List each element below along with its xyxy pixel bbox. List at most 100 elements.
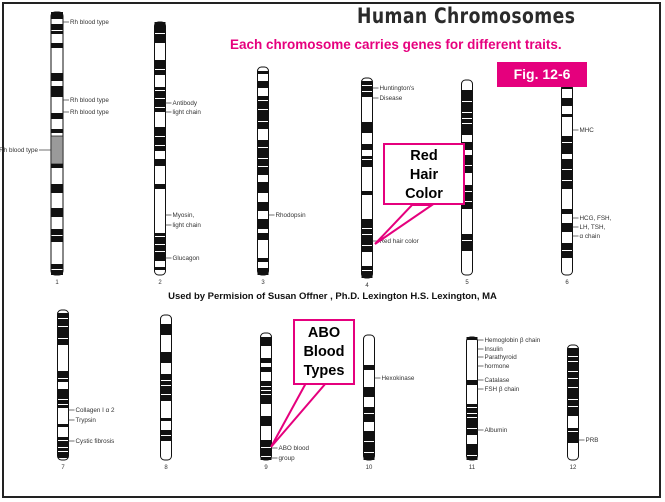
gene-label: Albumin [485,427,508,434]
chromosome-band [364,431,375,441]
chromosome-band [261,440,272,447]
chromosome-band [58,400,69,404]
chromosome-band [58,424,69,427]
chromosome-band [568,407,579,416]
chromosome-band [58,405,69,408]
chromosome-number: 9 [264,465,268,471]
callout-abo-blood-types: ABO Blood Types [293,319,355,385]
chromosome-band [51,86,63,97]
chromosome-band [362,92,373,97]
gene-label: group [279,455,296,462]
slide-subtitle: Each chromosome carries genes for differ… [230,37,562,52]
chromosome-band [362,122,373,133]
chromosome-band [568,362,579,371]
callout-line: Red [385,147,463,166]
chromosome-band [58,371,69,378]
chromosome-band [155,252,166,261]
chromosome-band [155,127,166,136]
chromosome-band [155,267,166,270]
chromosome-band [155,184,166,189]
chromosome-band [155,91,166,98]
chromosome-band [462,124,473,135]
chromosome-band [258,101,269,109]
chromosome-band [51,113,63,119]
chromosome-band [155,146,166,151]
chromosome-band [51,73,63,81]
chromosome-band [568,372,579,378]
chromosome-band [467,444,478,455]
chromosome-band [462,234,473,240]
chromosome-band [364,387,375,397]
chromosome-band [362,144,373,150]
chromosome-band [258,167,269,175]
gene-label: FSH β chain [485,386,520,393]
chromosome-band [362,156,373,159]
gene-label: MHC [580,127,595,134]
chromosome-band [261,416,272,426]
chromosome-band [362,86,373,91]
chromosome-band [258,219,269,229]
gene-label: Rh blood type [70,19,109,26]
chromosome-band [161,430,172,435]
chromosome-band [568,428,579,431]
gene-label: Disease [380,95,403,102]
callout-line: ABO [295,324,353,343]
chromosome-band [562,143,573,154]
callout-pointer-abo [271,383,326,447]
chromosome-band [258,202,269,211]
chromosome-number: 2 [158,280,162,286]
callout-line: Hair [385,166,463,185]
chromosome-band [562,98,573,106]
chromosome-band [58,313,69,318]
chromosome-band [155,22,166,33]
chromosome-band [51,264,63,269]
chromosome-band [51,229,63,235]
slide-title: Human Chromosomes [357,4,575,28]
chromosome-band [258,71,269,74]
chromosome-band [155,137,166,145]
chromosome-band [51,12,63,19]
gene-label: Insulin [485,346,504,353]
chromosome-band [58,437,69,440]
gene-label: HCG, FSH, [580,215,612,222]
chromosome-band [58,441,69,447]
chromosome-band [155,159,166,166]
chromosome-number: 11 [469,465,476,471]
gene-label: Catalase [485,377,510,384]
chromosome-band [58,327,69,338]
chromosome-band [261,367,272,372]
chromosome-band [562,209,573,214]
chromosome-band [51,31,63,34]
chromosome-band [362,229,373,234]
gene-label: light chain [173,109,202,116]
chromosome-band [362,160,373,167]
chromosome-band [258,258,269,262]
chromosome-band [58,389,69,399]
gene-label: Glucagon [173,255,200,262]
gene-label: light chain [173,222,202,229]
chromosome-band [161,418,172,421]
chromosome-band [58,319,69,326]
chromosome-band [261,395,272,404]
chromosome-band [562,114,573,117]
chromosome-number: 1 [55,280,59,286]
chromosome-band [258,81,269,88]
chromosome-band [462,241,473,251]
gene-label: Hemoglobin β chain [485,337,541,344]
chromosome-band [467,418,478,428]
chromosome-band [155,34,166,43]
chromosome-band [562,243,573,250]
chromosome-band [562,223,573,232]
chromosome-band [258,233,269,240]
chromosome-band [568,400,579,406]
figure-label: Fig. 12-6 [497,62,587,87]
chromosome-band [467,404,478,407]
chromosome-band [467,429,478,435]
chromosome-band [258,140,269,147]
chromosome-11 [467,337,478,460]
gene-label: α chain [580,233,601,240]
chromosome-band [261,337,272,346]
chromosome-band [161,386,172,394]
gene-label: Trypsin [76,417,97,424]
gene-label: Rh blood type [0,147,38,154]
